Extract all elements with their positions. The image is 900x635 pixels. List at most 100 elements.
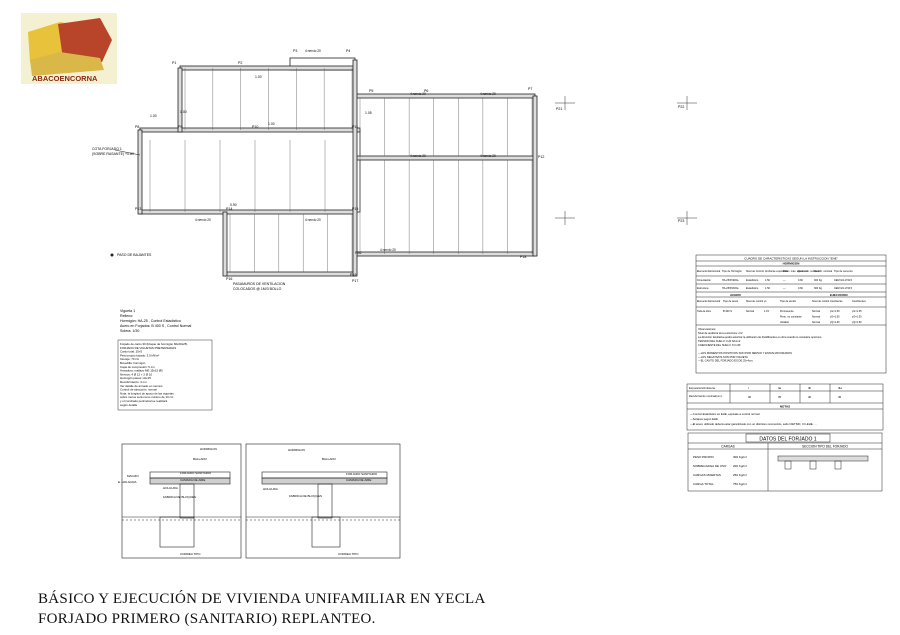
cota-note-2: (SOBRE RASANTE) +0.80 xyxy=(92,152,134,156)
table-section-title: NOTAS xyxy=(780,405,790,409)
table-cell: IIa xyxy=(778,386,782,390)
table-cell: Perm. no constante xyxy=(780,316,802,319)
note-line: Relleno: xyxy=(120,314,133,318)
table-cell: γG=1.50 xyxy=(830,310,840,313)
slab-load-label: CARGA TOTAL xyxy=(693,482,714,486)
table-header: Nivel de Control xyxy=(746,270,764,273)
axis-label: P21 xyxy=(556,107,562,111)
note-line: sobre muros será como mínimo de 10 cm xyxy=(120,395,174,399)
note-line: Peso propio forjado: 3.5 kN/m² xyxy=(120,353,159,357)
slab-col-header: CARGAS xyxy=(721,445,734,449)
table-cell: Normal xyxy=(746,310,755,313)
table-cell: 45 xyxy=(838,395,842,399)
note-line: FORJADO DE VIGUETAS PRETENSADAS xyxy=(120,346,176,350)
slab-load-value: 750 Kg/m² xyxy=(733,482,747,486)
observation-line: La dirección facultativa podrá autorizar… xyxy=(698,335,822,339)
note-line: Recubrimiento: 3 cm xyxy=(120,380,147,384)
table-note: —Control Estadístico en EHE, equivale a … xyxy=(690,412,760,416)
note-line: Acero en Forjados: B 400 S , Control Nor… xyxy=(120,324,192,328)
project-title: BÁSICO Y EJECUCIÓN DE VIVIENDA UNIFAMILI… xyxy=(38,591,486,607)
note-line: Hormigón pasos: HA-25 xyxy=(120,376,151,380)
company-logo: ABACOENCORNA xyxy=(21,13,117,84)
table-cell: Normal xyxy=(812,316,821,319)
table-header: Recubrimiento nominal(mm.) xyxy=(689,394,722,398)
axis-label: P12 xyxy=(538,155,544,159)
note-line: Ver detalle de armado en nervios xyxy=(120,384,163,388)
section-details xyxy=(121,443,401,559)
table-header: γs xyxy=(764,300,767,303)
table-cell: — xyxy=(783,279,786,282)
vent-note-2: COLOCADOS @ 1M/3 BOLLO xyxy=(233,287,282,291)
table-cell: 40 xyxy=(808,395,812,399)
section-label: MACIZO xyxy=(127,474,139,478)
axis-label: P14 xyxy=(226,207,232,211)
axis-label: P20 xyxy=(355,251,361,255)
table-cell: 1.50 xyxy=(765,279,770,282)
dimension-label: 1.00 xyxy=(255,75,262,79)
notes-block-2: Forjado de canto 30 (bloque de hormigón … xyxy=(120,342,187,407)
axis-label: P3 xyxy=(293,49,297,53)
beam-label: 4 nervio 20 xyxy=(380,248,396,252)
slab-load-label: CARGAS MUERTAS xyxy=(693,473,721,477)
slab-load-value: 200 Kg/m² xyxy=(733,464,747,468)
axis-label: P1 xyxy=(172,61,176,65)
table-header: Elemento Estructural xyxy=(697,300,721,303)
vent-note-1: PASAMUROS DE VENTILACION xyxy=(233,282,286,286)
characteristics-table xyxy=(695,254,887,374)
table-header: Tipo de acero xyxy=(723,300,739,303)
hole-note: PASO DE BAJANTES xyxy=(117,253,152,257)
floor-plan xyxy=(137,57,538,277)
note-line: Bovedilla: hormigón xyxy=(120,361,146,365)
beam-label: 4 nervio 20 xyxy=(305,49,321,53)
beam-label: 4 nervio 20 xyxy=(305,218,321,222)
table-header: Tipo de acción xyxy=(780,300,797,303)
beam-label: 4 nervio 20 xyxy=(480,154,496,158)
table-cell: HA-25/P/40/IIa xyxy=(722,279,739,282)
table-header: Ambiente exposición xyxy=(765,270,789,273)
table-cell: IIIa xyxy=(838,386,842,390)
table-cell: Normal xyxy=(812,321,821,324)
section-label: HOLGURA xyxy=(163,486,178,490)
table-header: Nivel de control xyxy=(812,300,830,303)
axis-label: P8 xyxy=(135,125,139,129)
slab-load-label: PESO PROPIO xyxy=(693,455,715,459)
cover-table xyxy=(686,383,884,431)
table-cell: Variable xyxy=(780,321,790,324)
table-cell: γG=1.50 xyxy=(852,316,862,319)
section-label: CAMARA DE AIRE xyxy=(180,478,205,482)
table-header: Elemento Estructural xyxy=(697,270,721,273)
axis-label: P19 xyxy=(350,273,356,277)
axis-label: P2 xyxy=(238,61,242,65)
table-note: —Solapes según EHE xyxy=(690,417,718,421)
table-cell: 0.60 xyxy=(798,287,803,290)
axis-label: P15 xyxy=(352,207,358,211)
table-cell: γQ=1.60 xyxy=(830,321,840,324)
beam-label: 4 nervio 20 xyxy=(410,92,426,96)
note-line: según detalle xyxy=(120,403,138,407)
table-cell: CEM II/A-V/32,5 xyxy=(834,279,853,282)
note-line: Nota: la longitud de apoyo de las viguet… xyxy=(120,391,174,395)
axis-label: P18 xyxy=(520,255,526,259)
table-cell: γG=1.60 xyxy=(830,316,840,319)
observation-line: TENSION DEL SUELO: 0.20 N/mm2 xyxy=(698,339,741,343)
table-cell: 0.60 xyxy=(798,279,803,282)
table-cell: Estructura xyxy=(697,287,709,290)
table-section-title: ACERO xyxy=(730,293,742,297)
table-header: Nivel de control xyxy=(746,300,764,303)
slab-col-header: SECCION TIPO DEL FORJADO xyxy=(802,445,848,449)
section-label: CORREA TIPO xyxy=(338,552,359,556)
slab-load-value: 300 Kg/m² xyxy=(733,455,747,459)
note-line: Nervios: 4 Ø 12 + 2 Ø 10 xyxy=(120,372,152,376)
table-header: Recubr. nominal xyxy=(814,270,833,273)
section-label: HORMIGON xyxy=(200,447,217,451)
table-cell: 30 xyxy=(748,395,752,399)
note-line: Armadura: mallazo ME 15x15 Ø5 xyxy=(120,369,163,373)
observation-line: Nivel de auditoría de la estructura: n=2 xyxy=(698,331,743,335)
svg-text:COTA FORJADO 1(SOBRE RASANTE): COTA FORJADO 1(SOBRE RASANTE) +0.80 xyxy=(92,147,134,156)
